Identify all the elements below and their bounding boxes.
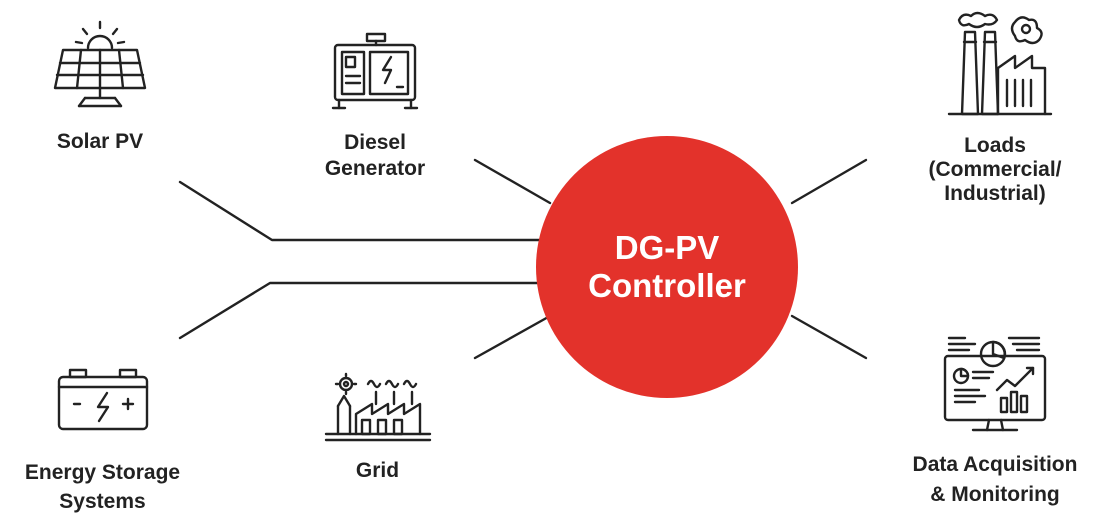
node-data-acquisition: Data Acquisition & Monitoring	[895, 332, 1095, 510]
node-solar-pv: Solar PV	[25, 18, 175, 155]
connector-data-acquisition	[790, 314, 868, 360]
label-energy-storage: Energy Storage Systems	[24, 461, 181, 513]
battery-icon	[57, 368, 148, 431]
hub-title-line1: DG-PV	[614, 229, 720, 266]
node-grid: Grid	[300, 370, 455, 484]
connector-loads	[790, 158, 868, 205]
label-grid: Grid	[355, 459, 400, 482]
label-solar-pv: Solar PV	[56, 130, 144, 153]
node-diesel-generator: Diesel Generator	[300, 30, 450, 182]
node-energy-storage: Energy Storage Systems	[0, 366, 205, 516]
node-loads: Loads (Commercial/ Industrial)	[910, 8, 1080, 206]
connector-solar-pv	[178, 180, 542, 242]
connector-energy-storage	[178, 281, 542, 340]
label-data-acquisition: Data Acquisition & Monitoring	[912, 453, 1078, 506]
label-loads: Loads (Commercial/ Industrial)	[928, 134, 1062, 205]
solar-panel-icon	[53, 20, 147, 108]
factory-icon	[947, 11, 1053, 116]
power-grid-icon	[324, 372, 431, 442]
dg-pv-controller-hub: DG-PV Controller	[536, 136, 798, 398]
connector-diesel-generator	[473, 158, 552, 205]
monitor-dashboard-icon	[943, 336, 1047, 432]
diesel-generator-icon	[331, 32, 419, 110]
connector-grid	[473, 314, 552, 360]
hub-title-line2: Controller	[588, 267, 746, 304]
label-diesel-generator: Diesel Generator	[324, 131, 426, 180]
